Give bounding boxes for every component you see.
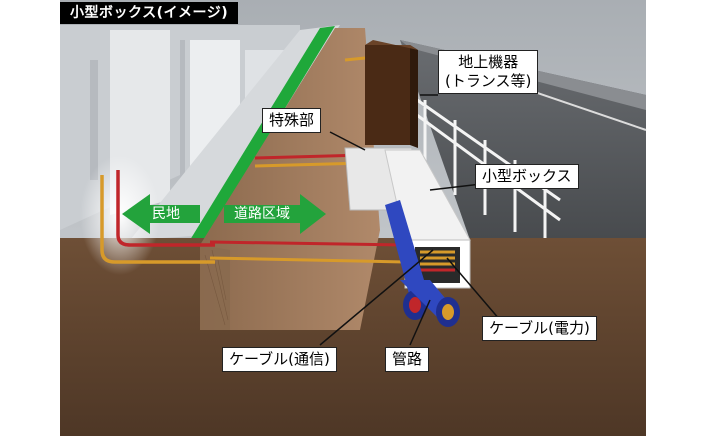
ground-equipment-label: 地上機器	[458, 53, 519, 71]
small-box-callout: 小型ボックス	[475, 164, 579, 189]
green-strip	[190, 26, 335, 240]
trench	[200, 28, 380, 330]
ground-equipment-sublabel: (トランス等)	[445, 72, 532, 90]
cable-power-callout: ケーブル(電力)	[482, 316, 597, 341]
special-section-callout: 特殊部	[262, 108, 322, 133]
road-area-arrow	[224, 194, 326, 234]
conduit-callout: 管路	[385, 347, 430, 372]
cable-comm-callout: ケーブル(通信)	[222, 347, 337, 372]
road-area-label: 道路区域	[234, 206, 290, 222]
title-badge: 小型ボックス(イメージ)	[60, 2, 239, 24]
sidewalk	[130, 25, 340, 240]
conduits	[385, 200, 460, 327]
leader-lines	[319, 94, 501, 346]
service-cables	[100, 170, 215, 264]
private-land-arrow	[122, 194, 200, 234]
ground-equipment-callout: 地上機器 (トランス等)	[438, 50, 539, 94]
private-land-label: 民地	[152, 206, 180, 222]
ground-equipment	[365, 40, 418, 148]
